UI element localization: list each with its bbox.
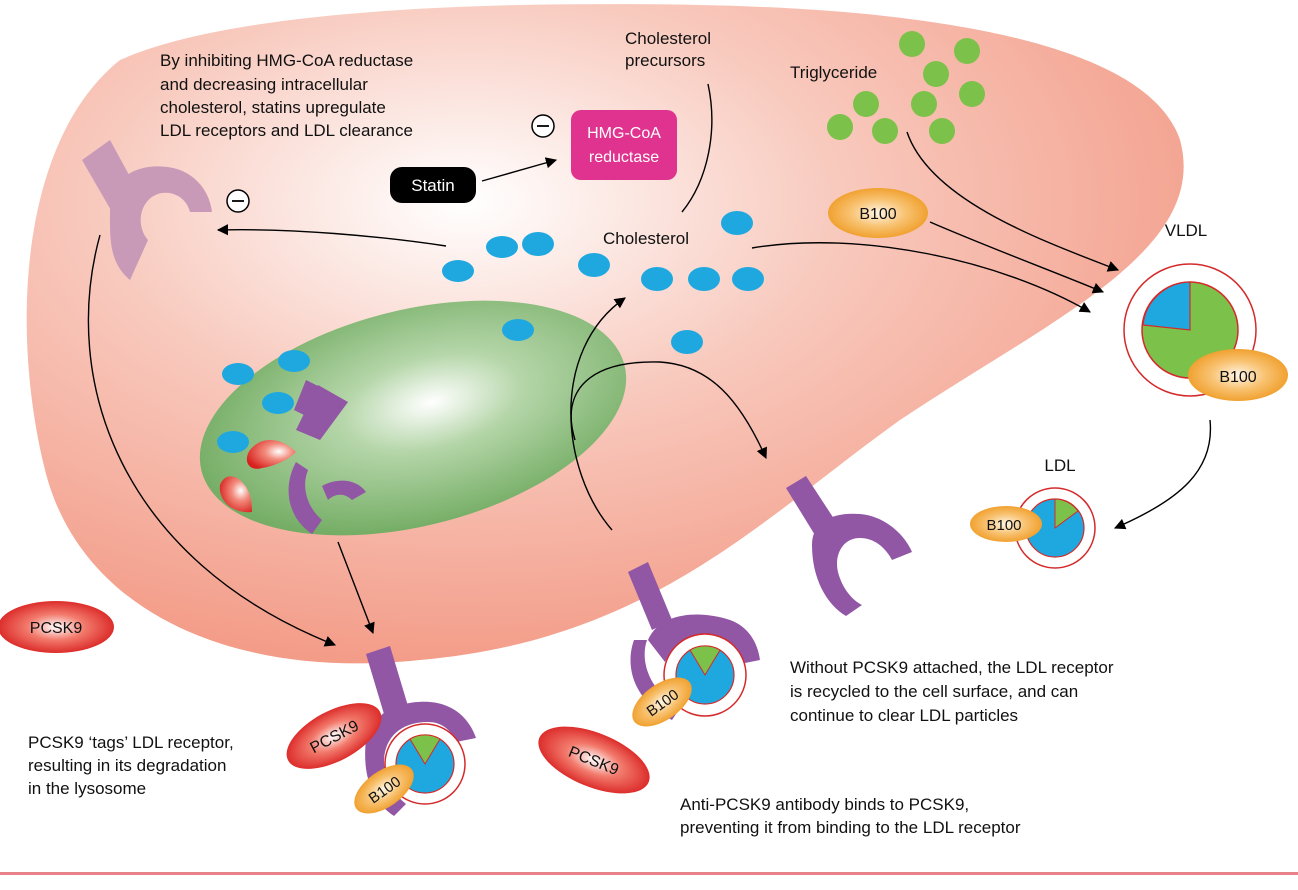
statin-pill [390,167,476,203]
b100-vldl-label: B100 [1219,369,1256,386]
hmg-coa-label-1: HMG-CoA [587,125,661,142]
b100-ldl [970,506,1042,542]
caption-recycled-line-3: continue to clear LDL particles [790,706,1018,725]
b100-receptor-middle [632,677,692,727]
triglyceride-molecules [827,31,985,144]
b100-ldl-label: B100 [986,517,1021,534]
caption-statin-line-4: LDL receptors and LDL clearance [160,121,413,140]
caption-antibody: Anti-PCSK9 antibody binds to PCSK9, prev… [680,795,1021,837]
arrow-vldl-to-ldl [1113,419,1212,530]
cholesterol-precursors-label-2: precursors [625,51,705,70]
arrow-precursors-to-cholesterol [681,83,713,213]
ldl-label: LDL [1044,456,1075,475]
arrow-statin-to-hmgcoa [481,157,558,182]
ldl-particle [1014,487,1096,569]
ldl-receptor-faded [82,140,212,280]
pathway-arrows [87,83,1212,647]
caption-statin-line-3: cholesterol, statins upregulate [160,98,386,117]
cholesterol-molecules [217,211,764,453]
caption-tags-line-1: PCSK9 ‘tags’ LDL receptor, [28,733,234,752]
degraded-receptor-fragments [288,380,366,534]
pcsk9-bound [286,703,382,769]
bottom-divider [0,872,1298,875]
ldl-receptor-tagged [365,646,476,816]
hmg-coa-label-2: reductase [589,149,659,166]
ldl-receptor-recycled [786,476,912,616]
b100-receptor-left [354,764,414,814]
caption-recycled-line-2: is recycled to the cell surface, and can [790,682,1078,701]
caption-tags-line-2: resulting in its degradation [28,756,226,775]
vldl-label: VLDL [1165,221,1208,240]
cholesterol-label: Cholesterol [603,229,689,248]
b100-vldl [1188,349,1288,401]
caption-recycled: Without PCSK9 attached, the LDL receptor… [790,658,1114,725]
arrow-b100-to-vldl [929,221,1105,294]
arrow-cholesterol-to-vldl [751,242,1091,313]
arrow-recycle-out [570,361,767,460]
arrow-surface-to-lysosome [87,234,337,647]
b100-cell-label: B100 [859,206,896,223]
inhibition-symbol-receptor [226,189,250,213]
pcsk9-free-label: PCSK9 [30,620,83,637]
lysosome-2 [219,476,252,513]
statin-label: Statin [411,176,454,195]
inhibition-symbol-hmgcoa [531,114,555,138]
caption-statin-line-1: By inhibiting HMG-CoA reductase [160,51,413,70]
cholesterol-precursors-label-1: Cholesterol [625,29,711,48]
caption-statin-line-2: and decreasing intracellular [160,75,368,94]
hmg-coa-reductase-box [571,110,677,180]
lysosome-1 [246,440,296,469]
caption-antibody-line-1: Anti-PCSK9 antibody binds to PCSK9, [680,795,969,814]
b100-cell [828,188,928,238]
caption-statin-effect: By inhibiting HMG-CoA reductase and decr… [160,51,413,140]
arrow-cholesterol-to-receptor [216,224,447,247]
arrow-nucleus-to-receptor [337,541,375,635]
triglyceride-label: Triglyceride [790,63,877,82]
pcsk9-antibody-bound [538,726,650,794]
caption-antibody-line-2: preventing it from binding to the LDL re… [680,818,1021,837]
pcsk9-free [0,601,114,653]
caption-tags-line-3: in the lysosome [28,779,146,798]
caption-pcsk9-tags: PCSK9 ‘tags’ LDL receptor, resulting in … [28,733,234,798]
caption-recycled-line-1: Without PCSK9 attached, the LDL receptor [790,658,1114,677]
arrow-triglyceride-to-vldl [906,131,1120,272]
